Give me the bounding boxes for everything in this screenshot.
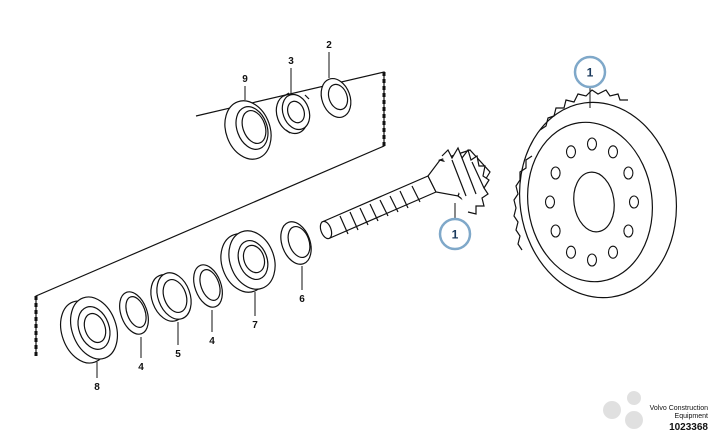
bolt-hole	[565, 245, 577, 259]
callout-4-upper: 4	[209, 336, 215, 347]
part-8-bearing	[60, 296, 118, 364]
bolt-hole	[623, 224, 634, 238]
callout-4-lower: 4	[138, 362, 144, 373]
bolt-hole	[550, 166, 561, 180]
pinion-shaft	[319, 146, 491, 240]
crown-gear-bolt-holes	[544, 137, 640, 267]
brand-line-1: Volvo Construction	[650, 405, 708, 412]
brand-line-2: Equipment	[675, 413, 709, 420]
bolt-hole	[628, 195, 640, 209]
reference-block: Volvo Construction Equipment 1023368	[650, 405, 709, 433]
bolt-hole	[607, 145, 619, 159]
bolt-hole	[586, 137, 598, 151]
part-4-ring-a	[193, 264, 223, 308]
callout-1-crown-gear: 1	[587, 66, 594, 80]
callout-9: 9	[242, 74, 248, 85]
part-3-nut	[275, 92, 311, 135]
callout-2: 2	[326, 40, 332, 51]
part-7-bearing	[220, 230, 276, 293]
callout-1-pinion: 1	[452, 228, 459, 242]
crown-gear	[513, 89, 678, 299]
assembly-boundary	[34, 71, 386, 356]
bolt-hole	[623, 166, 634, 180]
highlight-markers: 1 1	[438, 55, 607, 251]
bolt-hole	[544, 195, 556, 209]
part-4-ring-b	[119, 291, 149, 335]
bolt-hole	[550, 224, 561, 238]
bolt-hole	[607, 245, 619, 259]
highlight-circle-crown-gear	[573, 55, 607, 89]
part-6-shim	[280, 221, 312, 265]
bolt-hole	[586, 253, 598, 267]
callout-8: 8	[94, 382, 100, 393]
callouts	[96, 52, 330, 378]
callout-labels: 9 3 2 6 7 4 5 4 8	[94, 40, 332, 393]
callout-6: 6	[299, 294, 305, 305]
part-5-spacer	[150, 272, 192, 322]
figure-reference-id: 1023368	[669, 422, 708, 433]
watermark-logo	[603, 391, 643, 429]
part-9-seal	[224, 100, 272, 160]
highlight-circle-pinion	[438, 217, 472, 251]
callout-5: 5	[175, 349, 181, 360]
part-2-washer	[320, 78, 352, 118]
bolt-hole	[565, 145, 577, 159]
callout-3: 3	[288, 56, 294, 67]
callout-7: 7	[252, 320, 258, 331]
